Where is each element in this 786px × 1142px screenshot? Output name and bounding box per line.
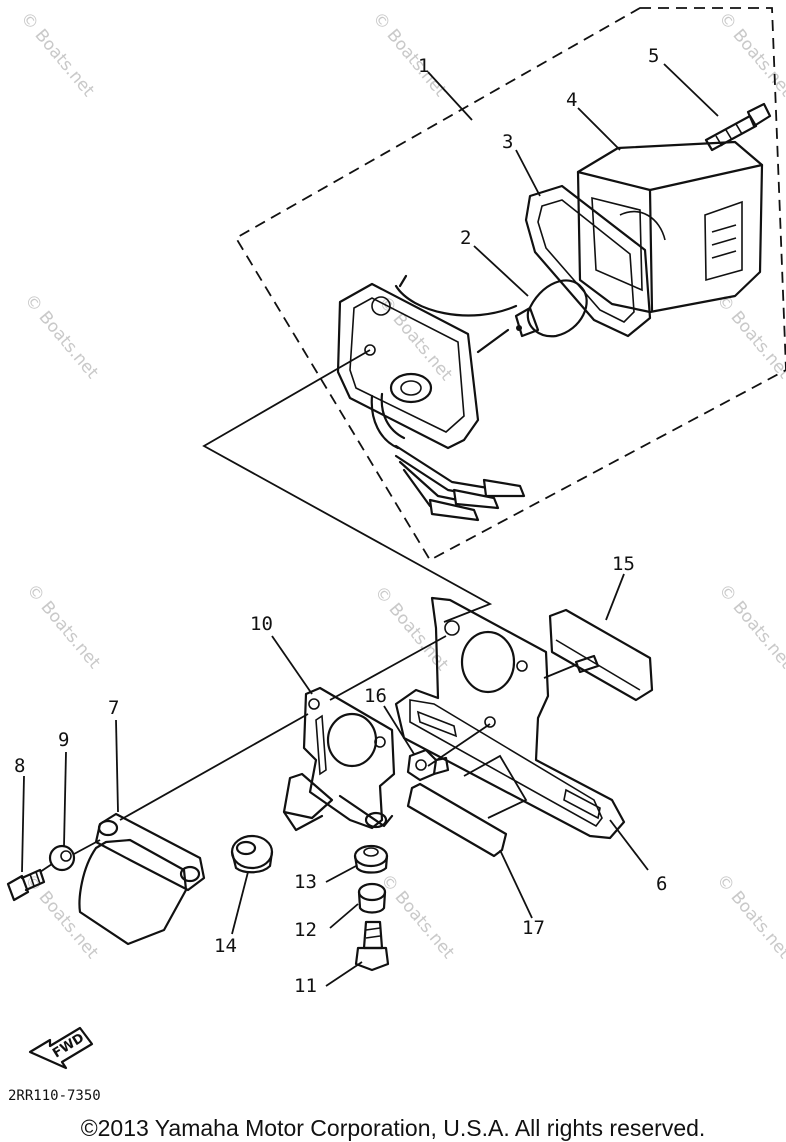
lamp-cover xyxy=(78,812,206,946)
leader-12 xyxy=(329,903,359,929)
watermark: © Boats.net xyxy=(714,580,786,673)
watermark: © Boats.net xyxy=(712,290,786,383)
line-sticker xyxy=(463,754,528,819)
diagram-code: 2RR110-7350 xyxy=(8,1088,101,1104)
lens xyxy=(576,140,764,314)
copyright-notice: ©2013 Yamaha Motor Corporation, U.S.A. A… xyxy=(80,1115,706,1141)
washer-9 xyxy=(48,844,76,872)
line-reflector xyxy=(543,663,579,679)
forward-arrow-icon: FWD xyxy=(28,1026,94,1070)
part-label-17: 17 xyxy=(522,917,545,939)
part-label-1: 1 xyxy=(418,55,429,77)
leader-9 xyxy=(63,751,67,847)
wire-harness xyxy=(394,444,526,522)
leader-6 xyxy=(609,819,649,871)
watermark: © Boats.net xyxy=(370,582,452,675)
leader-3 xyxy=(515,149,541,197)
part-label-13: 13 xyxy=(294,871,317,893)
mount-line xyxy=(202,349,493,623)
reflector-sticker xyxy=(406,782,508,858)
watermarks: © Boats.net © Boats.net © Boats.net © Bo… xyxy=(16,8,786,963)
part-label-2: 2 xyxy=(460,227,471,249)
leader-13 xyxy=(325,865,357,883)
leader-7 xyxy=(115,719,119,813)
part-label-8: 8 xyxy=(14,755,25,777)
gasket xyxy=(524,184,652,338)
line-nut-bracket xyxy=(427,723,491,767)
leader-2 xyxy=(473,245,529,297)
grommet-13 xyxy=(353,844,389,874)
leader-5 xyxy=(663,63,719,117)
watermark: © Boats.net xyxy=(714,8,786,101)
part-label-5: 5 xyxy=(648,45,659,67)
tail-light-assembly xyxy=(336,102,772,522)
line-plate-bracket xyxy=(329,635,447,701)
bulb xyxy=(514,279,588,338)
leader-8 xyxy=(21,775,25,873)
reflector xyxy=(548,608,654,702)
leader-16 xyxy=(383,705,415,755)
backing-plate xyxy=(282,686,396,832)
line-screw xyxy=(39,863,53,873)
part-label-15: 15 xyxy=(612,553,635,575)
leader-10 xyxy=(271,635,313,695)
leader-14 xyxy=(231,871,249,935)
leader-15 xyxy=(605,573,625,621)
nut-16 xyxy=(406,748,450,782)
line-washer xyxy=(73,839,101,855)
gasket-inner xyxy=(537,199,635,323)
leader-4 xyxy=(577,107,621,151)
leader-11 xyxy=(325,961,363,987)
collar-12 xyxy=(357,882,387,914)
watermark: © Boats.net xyxy=(20,290,102,383)
watermark: © Boats.net xyxy=(20,870,102,963)
license-bracket xyxy=(394,596,626,840)
watermark: © Boats.net xyxy=(368,8,450,101)
leader-17 xyxy=(499,849,533,919)
watermark: © Boats.net xyxy=(712,870,786,963)
part-label-7: 7 xyxy=(108,697,119,719)
watermark: © Boats.net xyxy=(376,870,458,963)
screw xyxy=(704,102,772,152)
bolt-11 xyxy=(354,920,390,972)
part-label-9: 9 xyxy=(58,729,69,751)
leader-1 xyxy=(427,71,473,121)
part-label-6: 6 xyxy=(656,873,667,895)
part-label-14: 14 xyxy=(214,935,237,957)
watermark: © Boats.net xyxy=(22,580,104,673)
grommet xyxy=(230,834,274,874)
lamp-base xyxy=(336,274,518,450)
line-cover-plate xyxy=(119,713,309,821)
part-label-12: 12 xyxy=(294,919,317,941)
part-label-10: 10 xyxy=(250,613,273,635)
assembly-boundary xyxy=(234,7,786,562)
part-label-11: 11 xyxy=(294,975,317,997)
part-label-3: 3 xyxy=(502,131,513,153)
part-label-16: 16 xyxy=(364,685,387,707)
watermark: © Boats.net xyxy=(16,8,98,101)
screw-8 xyxy=(6,868,46,902)
part-label-4: 4 xyxy=(566,89,577,111)
